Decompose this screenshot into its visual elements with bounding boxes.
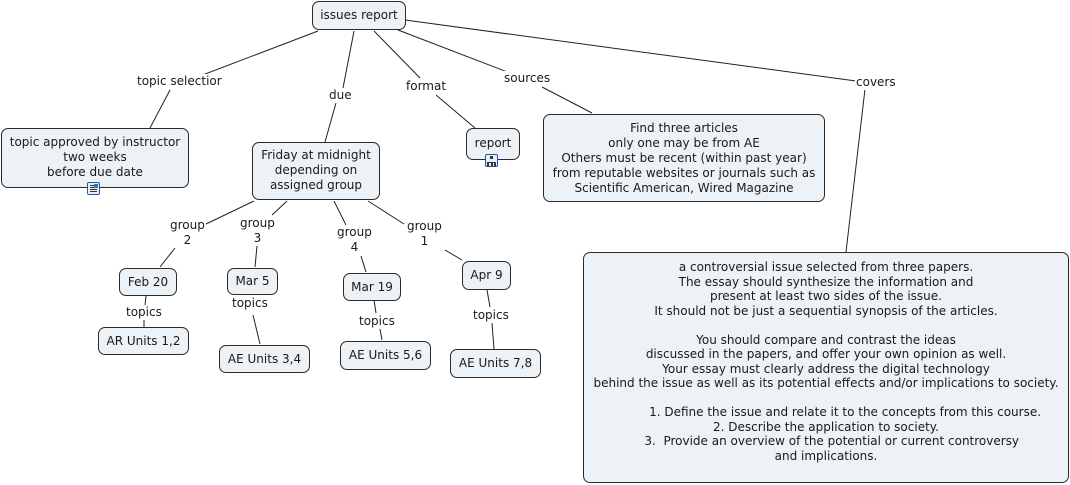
node-mar-19[interactable]: Mar 19 (343, 273, 401, 301)
link-line (491, 322, 495, 350)
link-line (845, 88, 866, 253)
link-line (486, 289, 491, 308)
link-label-covers: covers (855, 75, 897, 90)
link-label-topics: topics (472, 308, 510, 323)
link-line (333, 200, 347, 226)
node-mar-5[interactable]: Mar 5 (227, 268, 278, 295)
link-line (360, 255, 367, 273)
node-topic-approved[interactable]: topic approved by instructor two weeks b… (1, 128, 189, 188)
node-feb-20[interactable]: Feb 20 (119, 268, 177, 296)
link-line (271, 200, 288, 216)
link-line (397, 29, 511, 74)
link-label-sources: sources (503, 71, 552, 86)
link-line (144, 295, 147, 306)
node-ae-units-5-6[interactable]: AE Units 5,6 (340, 341, 431, 370)
node-issues-report[interactable]: issues report (312, 1, 406, 30)
link-line (342, 30, 355, 89)
link-line (205, 200, 255, 225)
link-line (149, 89, 171, 129)
concept-map-icon[interactable] (485, 154, 498, 167)
link-line (435, 94, 476, 129)
link-line (324, 102, 337, 143)
node-friday-at-midnight[interactable]: Friday at midnight depending on assigned… (252, 142, 380, 200)
node-ae-units-7-8[interactable]: AE Units 7,8 (450, 349, 541, 378)
link-line (199, 30, 319, 77)
link-label-topics: topics (231, 296, 269, 311)
link-line (252, 314, 261, 345)
link-label-topics: topics (358, 314, 396, 329)
node-covers-description[interactable]: a controversial issue selected from thre… (583, 252, 1069, 483)
link-line (367, 200, 405, 225)
node-apr-9[interactable]: Apr 9 (462, 261, 511, 290)
link-line (444, 249, 463, 261)
node-ae-units-3-4[interactable]: AE Units 3,4 (219, 345, 310, 373)
link-label-group-2: group 2 (169, 218, 206, 248)
node-find-articles[interactable]: Find three articles only one may be from… (543, 114, 825, 202)
link-line (159, 247, 176, 268)
link-label-group-3: group 3 (239, 216, 276, 246)
link-line (373, 299, 377, 314)
link-label-group-1: group 1 (406, 219, 443, 249)
link-label-format: format (405, 79, 448, 94)
node-ar-units-1-2[interactable]: AR Units 1,2 (98, 327, 189, 355)
link-line (541, 86, 593, 114)
link-line (404, 19, 857, 82)
link-label-group-4: group 4 (336, 225, 373, 255)
document-icon[interactable] (87, 182, 100, 195)
link-line (379, 328, 383, 341)
link-label-topic-selection: topic selectior (136, 74, 223, 89)
link-label-topics: topics (125, 305, 163, 320)
link-line (254, 245, 258, 268)
link-label-due: due (328, 88, 353, 103)
link-line (373, 30, 421, 79)
